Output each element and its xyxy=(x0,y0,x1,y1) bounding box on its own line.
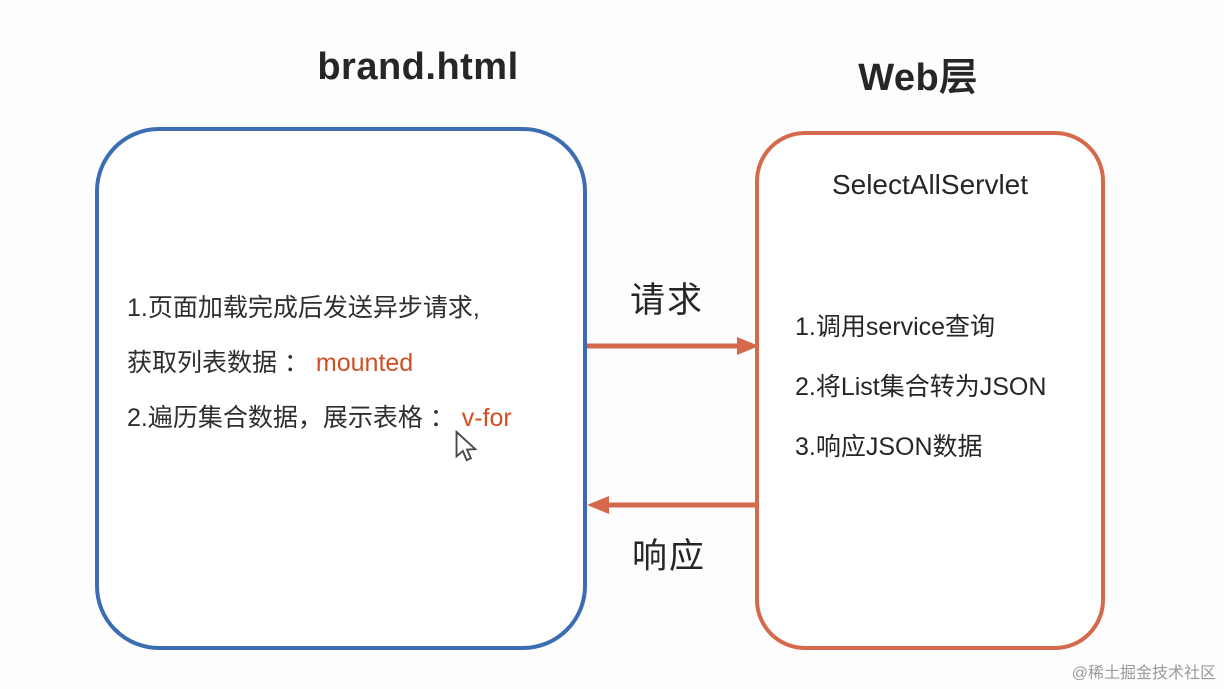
note-line-1-text: 1.页面加载完成后发送异步请求, xyxy=(127,294,480,322)
request-arrow-icon xyxy=(587,337,759,355)
note-line-2: 获取列表数据 ： mounted xyxy=(127,336,567,391)
servlet-title: SelectAllServlet xyxy=(831,169,1029,200)
web-layer-steps: 1.调用service查询 2.将List集合转为JSON 3.响应JSON数据 xyxy=(795,297,1085,477)
left-box-title: brand.html xyxy=(317,46,519,88)
mouse-cursor-icon xyxy=(455,430,478,462)
brand-html-box: 1.页面加载完成后发送异步请求, 获取列表数据 ： mounted 2.遍历集合… xyxy=(95,127,587,650)
web-step-3: 3.响应JSON数据 xyxy=(795,433,983,461)
note-line-3: 2.遍历集合数据，展示表格 ： v-for xyxy=(127,391,567,446)
web-layer-box: SelectAllServlet 1.调用service查询 2.将List集合… xyxy=(755,131,1105,650)
note-line-2-text: 获取列表数据 ： xyxy=(127,349,316,377)
right-box-title: Web层 xyxy=(858,57,978,99)
watermark: @稀土掘金技术社区 xyxy=(1071,665,1216,682)
web-step-1: 1.调用service查询 xyxy=(795,313,996,341)
note-line-1: 1.页面加载完成后发送异步请求, xyxy=(127,281,567,336)
request-label: 请求 xyxy=(630,281,705,320)
mounted-keyword: mounted xyxy=(315,349,414,377)
v-for-keyword: v-for xyxy=(461,404,512,432)
brand-html-notes: 1.页面加载完成后发送异步请求, 获取列表数据 ： mounted 2.遍历集合… xyxy=(127,281,567,446)
response-arrow-icon xyxy=(587,496,759,514)
web-step-2: 2.将List集合转为JSON xyxy=(795,373,1047,401)
response-label: 响应 xyxy=(632,537,707,576)
note-line-3-text: 2.遍历集合数据，展示表格 ： xyxy=(127,404,462,432)
